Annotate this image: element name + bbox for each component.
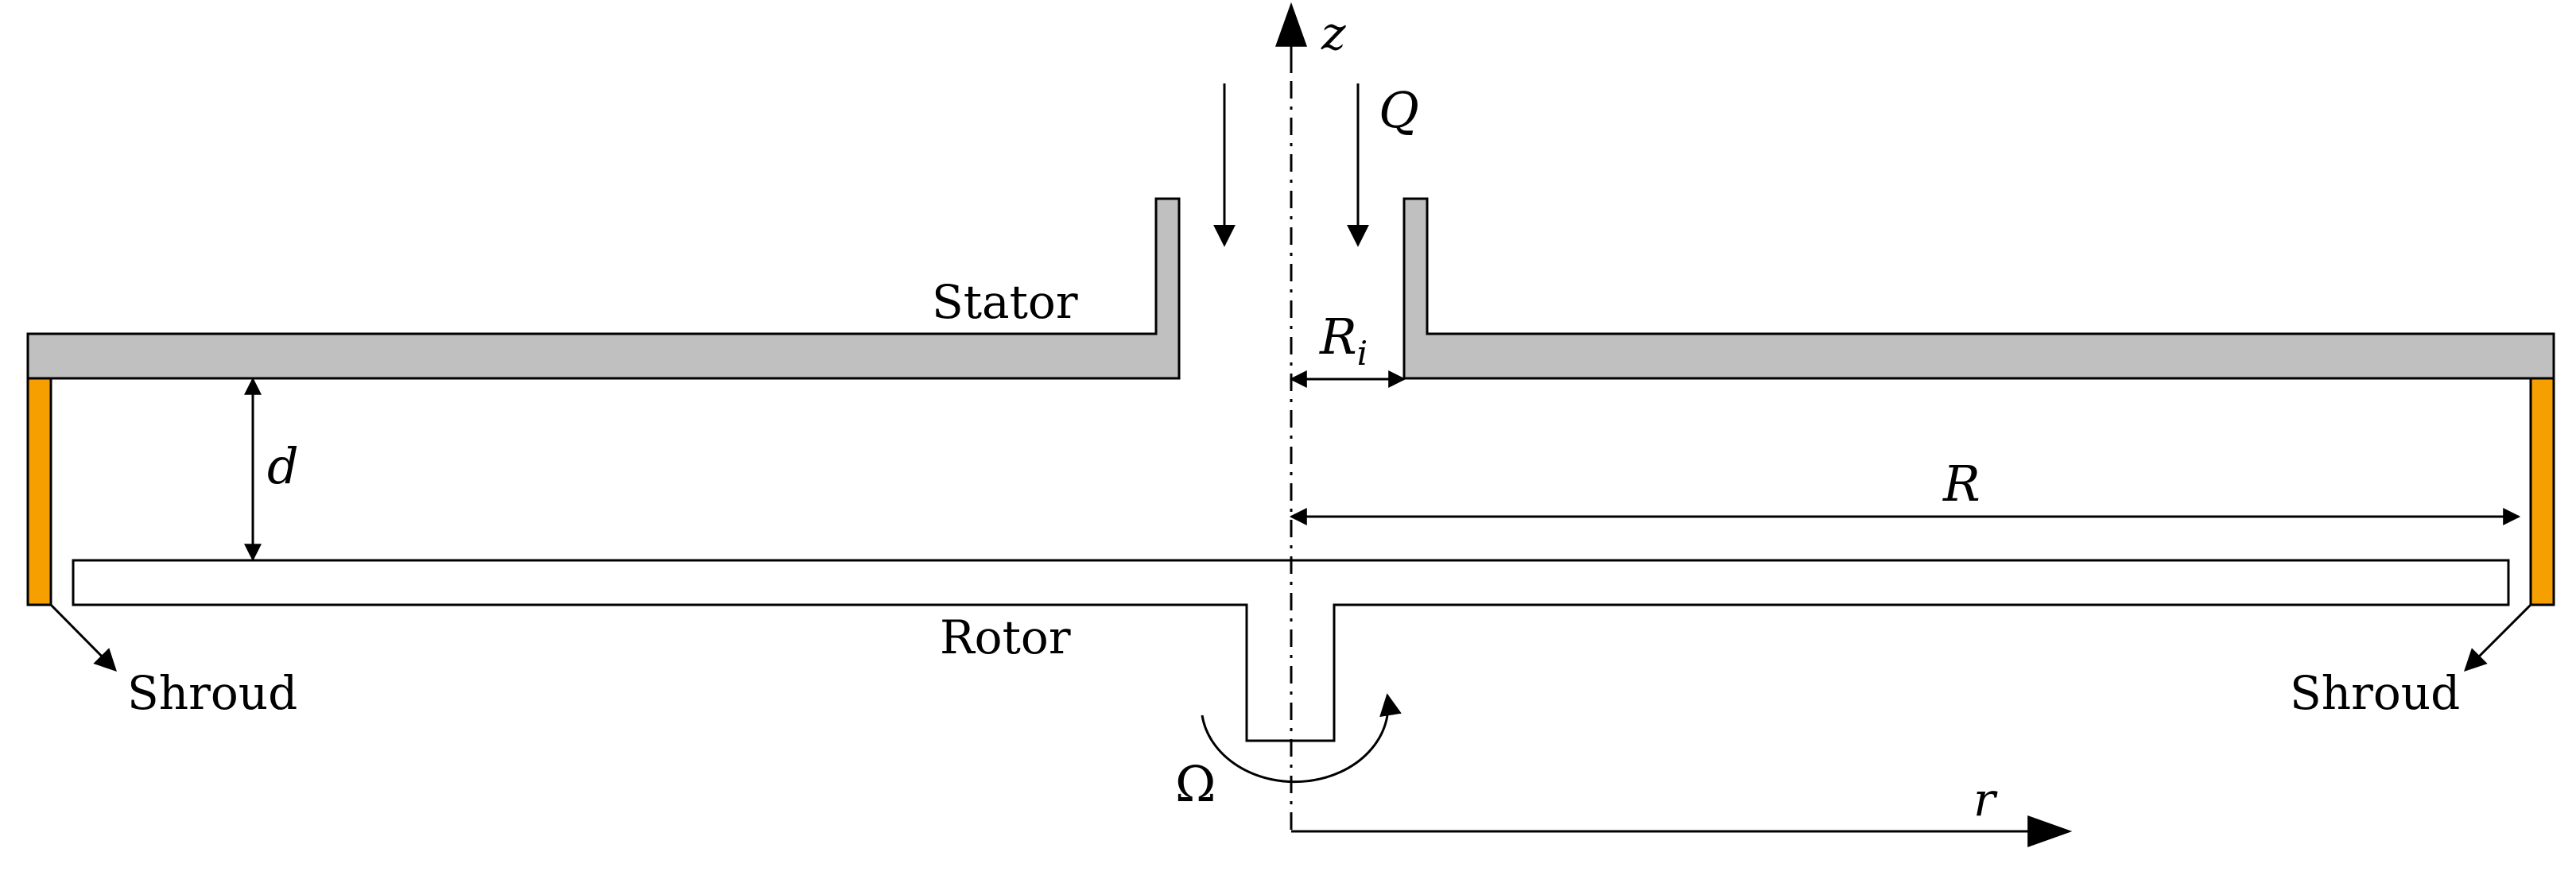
shroud-left-pointer xyxy=(49,603,117,672)
flow-label: Q xyxy=(1379,81,1419,139)
inner-radius-base: R xyxy=(1319,308,1357,366)
rotation-label: Ω xyxy=(1175,755,1216,813)
shroud-right xyxy=(2529,377,2555,606)
rotor-label: Rotor xyxy=(940,610,1071,664)
shroud-right-label: Shroud xyxy=(2290,666,2460,720)
rotor xyxy=(72,559,2510,742)
stator-label: Stator xyxy=(932,275,1078,329)
shroud-right-pointer xyxy=(2464,603,2532,672)
gap-label: d xyxy=(267,437,299,495)
stator-right xyxy=(1402,197,2555,380)
outer-radius-label: R xyxy=(1942,455,1980,513)
shroud-left xyxy=(26,377,52,606)
z-axis-label: z xyxy=(1321,6,1346,60)
inner-radius-subscript: i xyxy=(1357,334,1368,373)
r-axis-label: r xyxy=(1973,773,1998,827)
inner-radius-label: Ri xyxy=(1319,308,1368,373)
rotation-arrow xyxy=(1201,693,1402,784)
shroud-left-label: Shroud xyxy=(127,666,297,720)
